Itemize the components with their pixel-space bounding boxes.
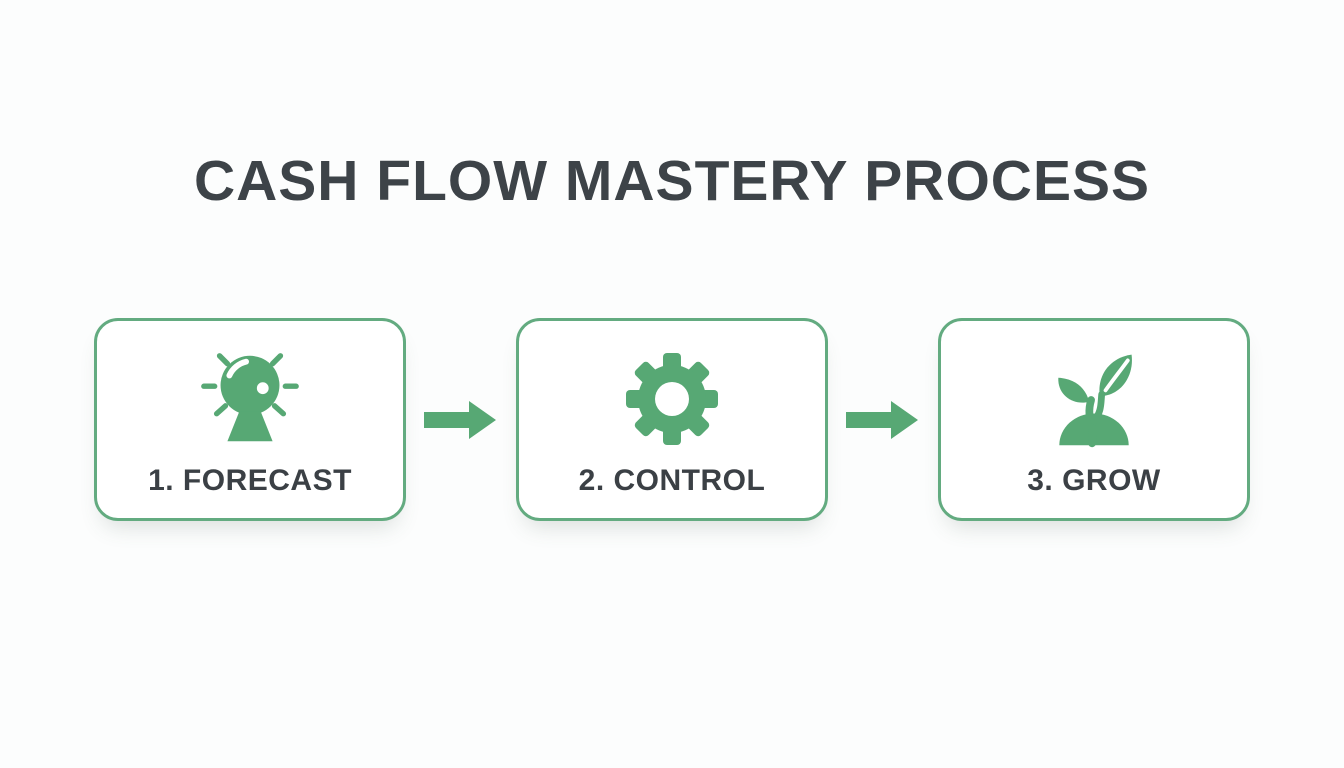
gear-icon	[622, 342, 722, 456]
step-card-forecast: 1. FORECAST	[94, 318, 406, 521]
arrow-right-icon	[828, 399, 938, 441]
sprout-icon	[1041, 342, 1147, 456]
arrow-right-icon	[406, 399, 516, 441]
process-flow: 1. FORECAST	[0, 318, 1344, 521]
step-label-grow: 3. GROW	[1027, 463, 1161, 497]
step-card-grow: 3. GROW	[938, 318, 1250, 521]
step-label-control: 2. CONTROL	[578, 463, 766, 497]
step-label-forecast: 1. FORECAST	[148, 463, 352, 497]
page-title: CASH FLOW MASTERY PROCESS	[193, 149, 1151, 213]
crystal-ball-icon	[191, 342, 309, 456]
step-card-control: 2. CONTROL	[516, 318, 828, 521]
